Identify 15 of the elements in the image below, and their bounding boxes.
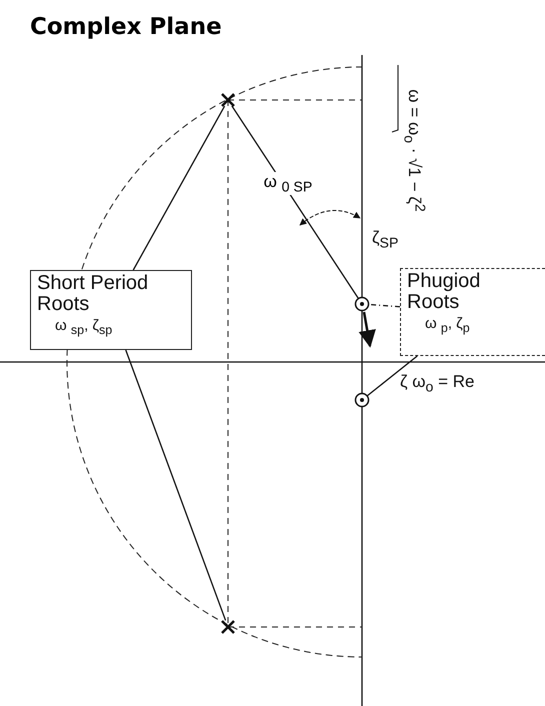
label-box (30, 270, 192, 350)
edge-label: ω $_{0 SP}$ (262, 172, 314, 195)
root-parameters: ω $_{sp}$, ζ$_{sp}$ (55, 317, 114, 337)
angle-label: ζ$_{SP}$ (372, 228, 398, 252)
label-box (400, 268, 545, 356)
connector-line (231, 106, 359, 298)
root-name: Short Period Roots (37, 273, 150, 315)
connector-line (367, 356, 418, 396)
root-name: Phugiod Roots (407, 271, 482, 313)
root-parameters: ω $_{p}$, ζ$_{p}$ (425, 315, 471, 335)
connector-line (132, 106, 226, 270)
title: Complex Plane (30, 14, 222, 40)
connector-line (368, 304, 400, 308)
connector-line (125, 350, 226, 621)
equation-label: ζ ω$_{o}$ = Re (400, 372, 474, 396)
